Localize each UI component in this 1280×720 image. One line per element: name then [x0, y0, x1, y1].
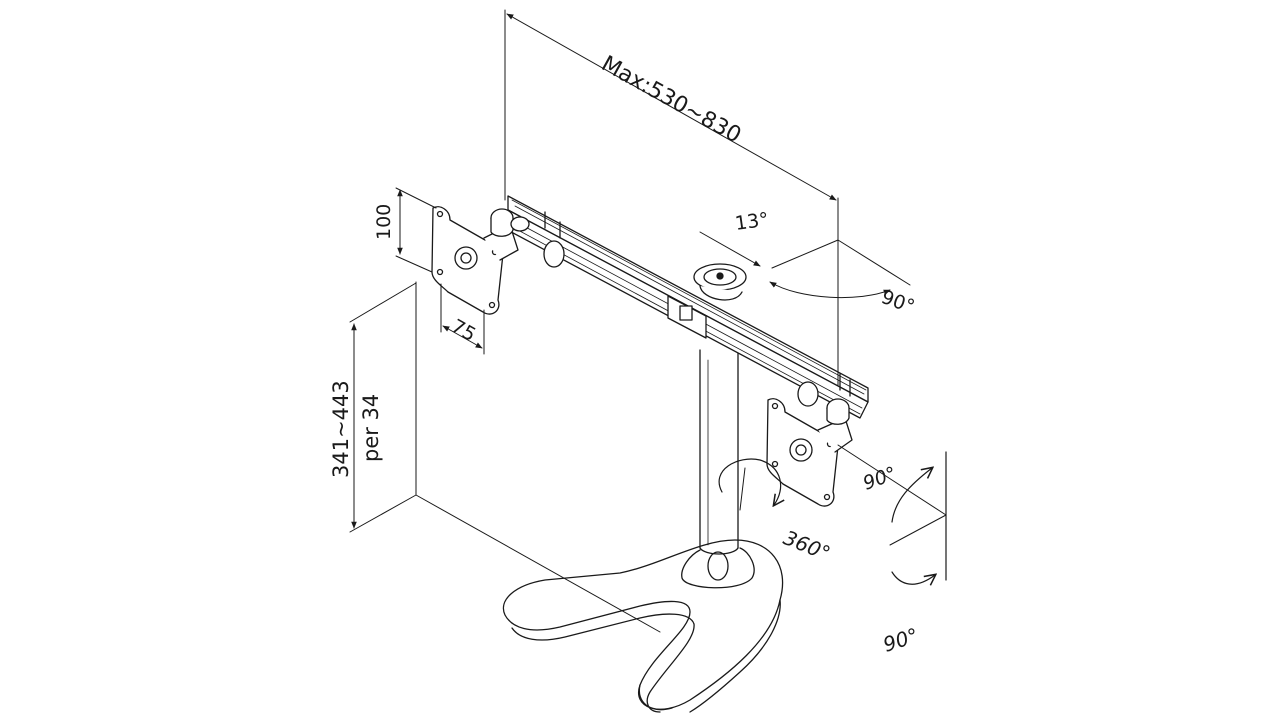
width-dimension-line: [506, 13, 837, 201]
vesa-width-dimension: [442, 325, 483, 349]
height-range-label: 341~443: [329, 380, 353, 478]
right-vesa-plate: [766, 381, 853, 507]
bottom-tilt-label: 90°: [880, 623, 921, 657]
swivel-arc: [769, 281, 891, 299]
swivel-angle-label: 90°: [878, 286, 917, 318]
vesa-height-label: 100: [373, 204, 395, 240]
tilt-up-arrow-icon: [891, 468, 932, 523]
max-width-label: Max:530~830: [597, 51, 745, 148]
rotation-arrow-icon: [718, 458, 781, 505]
rotation-label: 360°: [780, 525, 834, 565]
side-tilt-label: 90°: [860, 463, 899, 495]
tilt-down-arrow-icon: [891, 571, 935, 584]
crossbar: [499, 195, 869, 419]
tilt-angle-label: 13°: [734, 208, 770, 234]
left-vesa-plate: [431, 206, 530, 315]
height-step-label: per 34: [359, 394, 383, 462]
vesa-width-label: 75: [448, 315, 480, 346]
stand-pole: [699, 334, 739, 555]
stand-base: [502, 539, 784, 713]
